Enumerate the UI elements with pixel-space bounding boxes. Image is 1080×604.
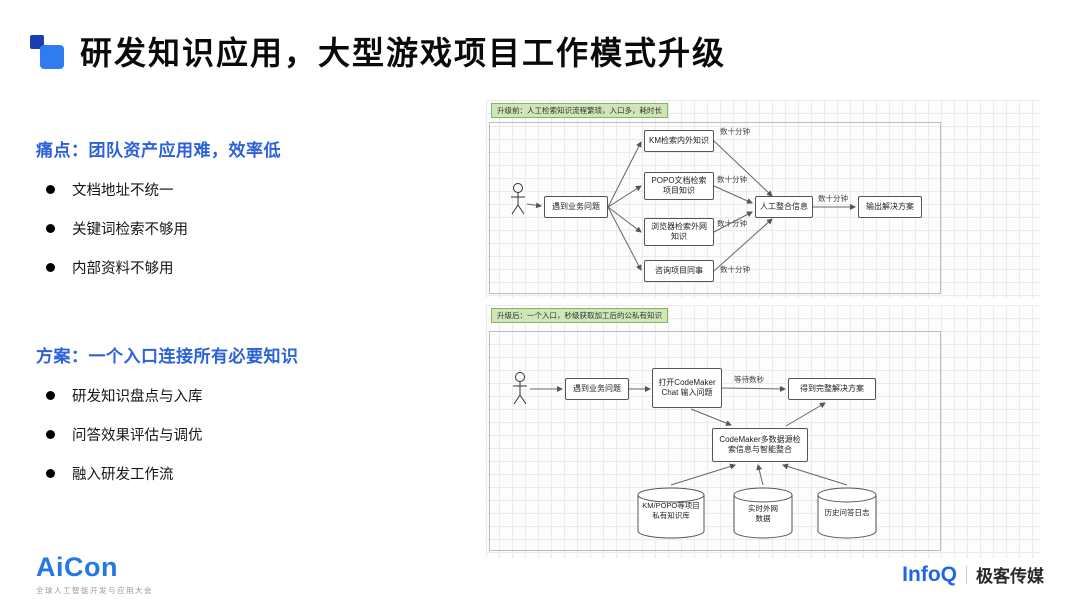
divider — [966, 565, 967, 584]
diagram-after-caption: 升级后：一个入口，秒级获取加工后的公私有知识 — [491, 308, 668, 324]
diagram-before-panel: 升级前：人工检索知识流程繁琐，入口多，耗时长 遇到业务问题 KM检索内外知识 P… — [486, 100, 1040, 298]
flow-node-start: 遇到业务问题 — [544, 196, 608, 218]
bullet-dot-icon — [46, 184, 55, 194]
flow-node-branch-popo: POPO文档检索项目知识 — [644, 172, 714, 200]
flow-node-branch-browser: 浏览器检索外网知识 — [644, 218, 714, 246]
pain-item-label: 内部资料不够用 — [72, 260, 174, 277]
duration-label: 数十分钟 — [818, 194, 848, 203]
flow-node-branch-colleague: 咨询项目同事 — [644, 260, 714, 282]
stick-figure-icon — [513, 372, 527, 405]
datasource-cylinder-icons — [637, 487, 877, 539]
duration-label: 数十分钟 — [717, 219, 747, 228]
flow-node-output: 输出解决方案 — [858, 196, 922, 218]
solution-list: 研发知识盘点与入库 问答效果评估与调优 融入研发工作流 — [46, 382, 203, 499]
pain-item-label: 文档地址不统一 — [72, 182, 174, 199]
flow-node-codemaker-chat: 打开CodeMaker Chat 输入问题 — [652, 368, 722, 408]
datasource-label-qa-logs: 历史问答日志 — [824, 508, 870, 517]
solution-item-label: 研发知识盘点与入库 — [72, 388, 203, 405]
aicon-logo-text: AiCon — [36, 552, 118, 582]
wait-label: 等待数秒 — [734, 375, 764, 384]
bullet-dot-icon — [46, 262, 55, 272]
infoq-logo-text: InfoQ — [902, 563, 957, 586]
partner-name: 极客传媒 — [976, 567, 1044, 586]
bullet-dot-icon — [46, 429, 55, 439]
pain-item-label: 关键词检索不够用 — [72, 221, 188, 238]
solution-item-label: 融入研发工作流 — [72, 466, 174, 483]
flow-node-engine: CodeMaker多数据源检索信息与智能整合 — [712, 428, 808, 462]
duration-label: 数十分钟 — [720, 127, 750, 136]
list-item: 关键词检索不够用 — [46, 215, 188, 241]
duration-label: 数十分钟 — [717, 175, 747, 184]
slide-header: 研发知识应用，大型游戏项目工作模式升级 — [30, 28, 726, 74]
aicon-logo: AiCon 全球人工智能开发与应用大会 — [36, 554, 153, 596]
pain-section-heading: 痛点：团队资产应用难，效率低 — [36, 141, 281, 160]
partner-logo: InfoQ 极客传媒 — [902, 562, 1044, 587]
flow-node-result: 得到完整解决方案 — [788, 378, 876, 400]
flow-node-integrate: 人工整合信息 — [755, 196, 813, 218]
pain-list: 文档地址不统一 关键词检索不够用 内部资料不够用 — [46, 176, 188, 293]
flow-node-branch-km: KM检索内外知识 — [644, 130, 714, 152]
list-item: 研发知识盘点与入库 — [46, 382, 203, 408]
bullet-dot-icon — [46, 468, 55, 478]
slide-logo-mark-icon — [30, 32, 66, 70]
bullet-dot-icon — [46, 390, 55, 400]
stick-figure-icon — [511, 183, 525, 215]
diagram-canvas-border — [489, 331, 941, 551]
datasource-label-realtime-web: 实时外网数据 — [748, 504, 778, 523]
flow-arrows-before — [511, 140, 856, 272]
bullet-dot-icon — [46, 223, 55, 233]
aicon-logo-subtitle: 全球人工智能开发与应用大会 — [36, 586, 153, 595]
duration-label: 数十分钟 — [720, 265, 750, 274]
list-item: 内部资料不够用 — [46, 254, 188, 280]
list-item: 文档地址不统一 — [46, 176, 188, 202]
list-item: 融入研发工作流 — [46, 460, 203, 486]
list-item: 问答效果评估与调优 — [46, 421, 203, 447]
datasource-label-km-popo: KM/POPO等项目私有知识库 — [642, 501, 700, 520]
logo-square-light — [40, 45, 64, 69]
solution-section-heading: 方案：一个入口连接所有必要知识 — [36, 347, 299, 366]
diagram-after-panel: 升级后：一个入口，秒级获取加工后的公私有知识 — [486, 305, 1040, 558]
solution-item-label: 问答效果评估与调优 — [72, 427, 203, 444]
diagram-before-caption: 升级前：人工检索知识流程繁琐，入口多，耗时长 — [491, 103, 668, 119]
page-title: 研发知识应用，大型游戏项目工作模式升级 — [80, 35, 727, 71]
flow-node-start: 遇到业务问题 — [565, 378, 629, 400]
flow-arrows-after — [513, 372, 877, 539]
diagram-canvas-border — [489, 122, 941, 294]
